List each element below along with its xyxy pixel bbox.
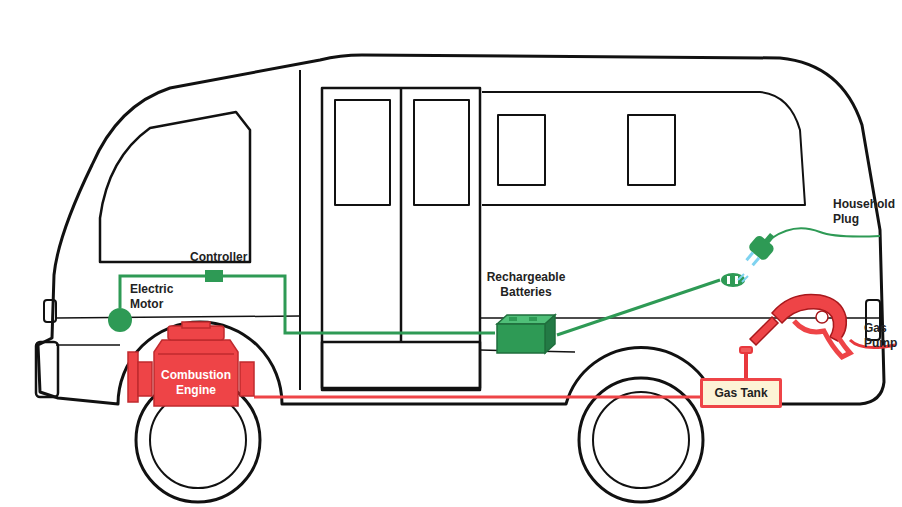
part-label: Gas Tank bbox=[714, 386, 767, 401]
part-label: Rechargeable Batteries bbox=[478, 270, 574, 300]
part-label: Gas Pump bbox=[864, 321, 898, 351]
wire bbox=[254, 396, 700, 399]
household-plug: Household Plug bbox=[720, 230, 780, 290]
wire bbox=[223, 276, 495, 333]
combustion-engine: Combustion Engine bbox=[128, 322, 264, 412]
wire bbox=[557, 280, 720, 335]
gas-tank: Gas Tank bbox=[700, 378, 782, 408]
part-label: Household Plug bbox=[833, 197, 899, 227]
gas-pump: Gas Pump bbox=[742, 287, 857, 362]
part-label: Combustion Engine bbox=[156, 368, 236, 398]
electric-motor: Electric Motor bbox=[108, 308, 132, 332]
part-label: Electric Motor bbox=[130, 282, 186, 312]
controller-unit: Controller bbox=[205, 270, 223, 282]
battery-pack: Rechargeable Batteries bbox=[495, 312, 557, 354]
part-label: Controller bbox=[190, 250, 270, 265]
